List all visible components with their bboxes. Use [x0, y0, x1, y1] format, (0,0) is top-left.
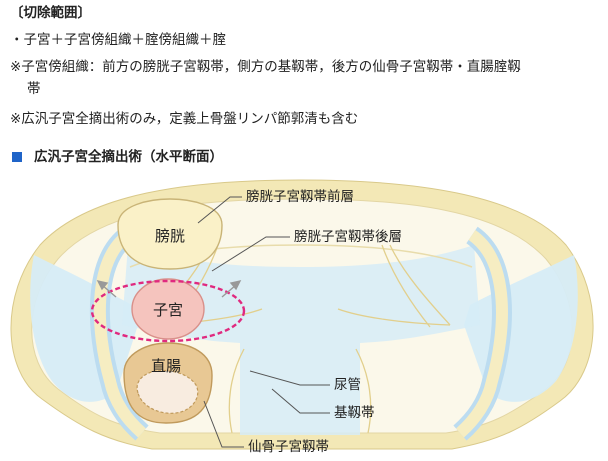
- uterus-label: 子宮: [153, 301, 183, 319]
- label-ureter: 尿管: [334, 377, 361, 393]
- label-cardinal-ligament: 基靱帯: [334, 404, 375, 421]
- resection-scope: ・子宮＋子宮傍組織＋腟傍組織＋腟: [10, 32, 226, 48]
- resection-line: [90, 279, 246, 343]
- traction-arrows: [96, 279, 242, 298]
- label-vesicouterine-posterior: 膀胱子宮靱帯後層: [294, 228, 402, 245]
- parametrium-note-line1: ※子宮傍組織：前方の膀胱子宮靱帯，側方の基靱帯，後方の仙骨子宮靱帯・直腸腟靱: [10, 59, 521, 75]
- lymphadenectomy-note: ※広汎子宮全摘出術のみ，定義上骨盤リンパ節郭清も含む: [10, 111, 359, 127]
- resection-heading: 〔切除範囲〕: [10, 5, 91, 21]
- right-ligament-band: [455, 230, 508, 438]
- uterus: [131, 278, 205, 340]
- section-title: 広汎子宮全摘出術（水平断面）: [10, 148, 223, 166]
- bladder: [117, 198, 223, 270]
- pelvis-cross-section-diagram: 膀胱 子宮 直腸 膀胱子宮靱帯前層 膀胱子宮靱帯後層 尿管 基靱帯 仙骨子宮靱帯: [10, 179, 594, 455]
- central-ligament-tissue: [122, 245, 480, 435]
- section-title-text: 広汎子宮全摘出術（水平断面）: [34, 149, 223, 165]
- label-uterosacral-ligament: 仙骨子宮靱帯: [248, 439, 329, 455]
- left-ligament-band: [93, 230, 147, 438]
- rectum-lumen: [136, 369, 199, 414]
- leader-lines: [197, 196, 330, 448]
- section-marker-square: [12, 152, 22, 162]
- rectum-label: 直腸: [151, 357, 181, 375]
- bladder-label: 膀胱: [155, 227, 185, 245]
- parametrium-note-line2: 帯: [27, 81, 41, 97]
- label-vesicouterine-anterior: 膀胱子宮靱帯前層: [246, 188, 354, 205]
